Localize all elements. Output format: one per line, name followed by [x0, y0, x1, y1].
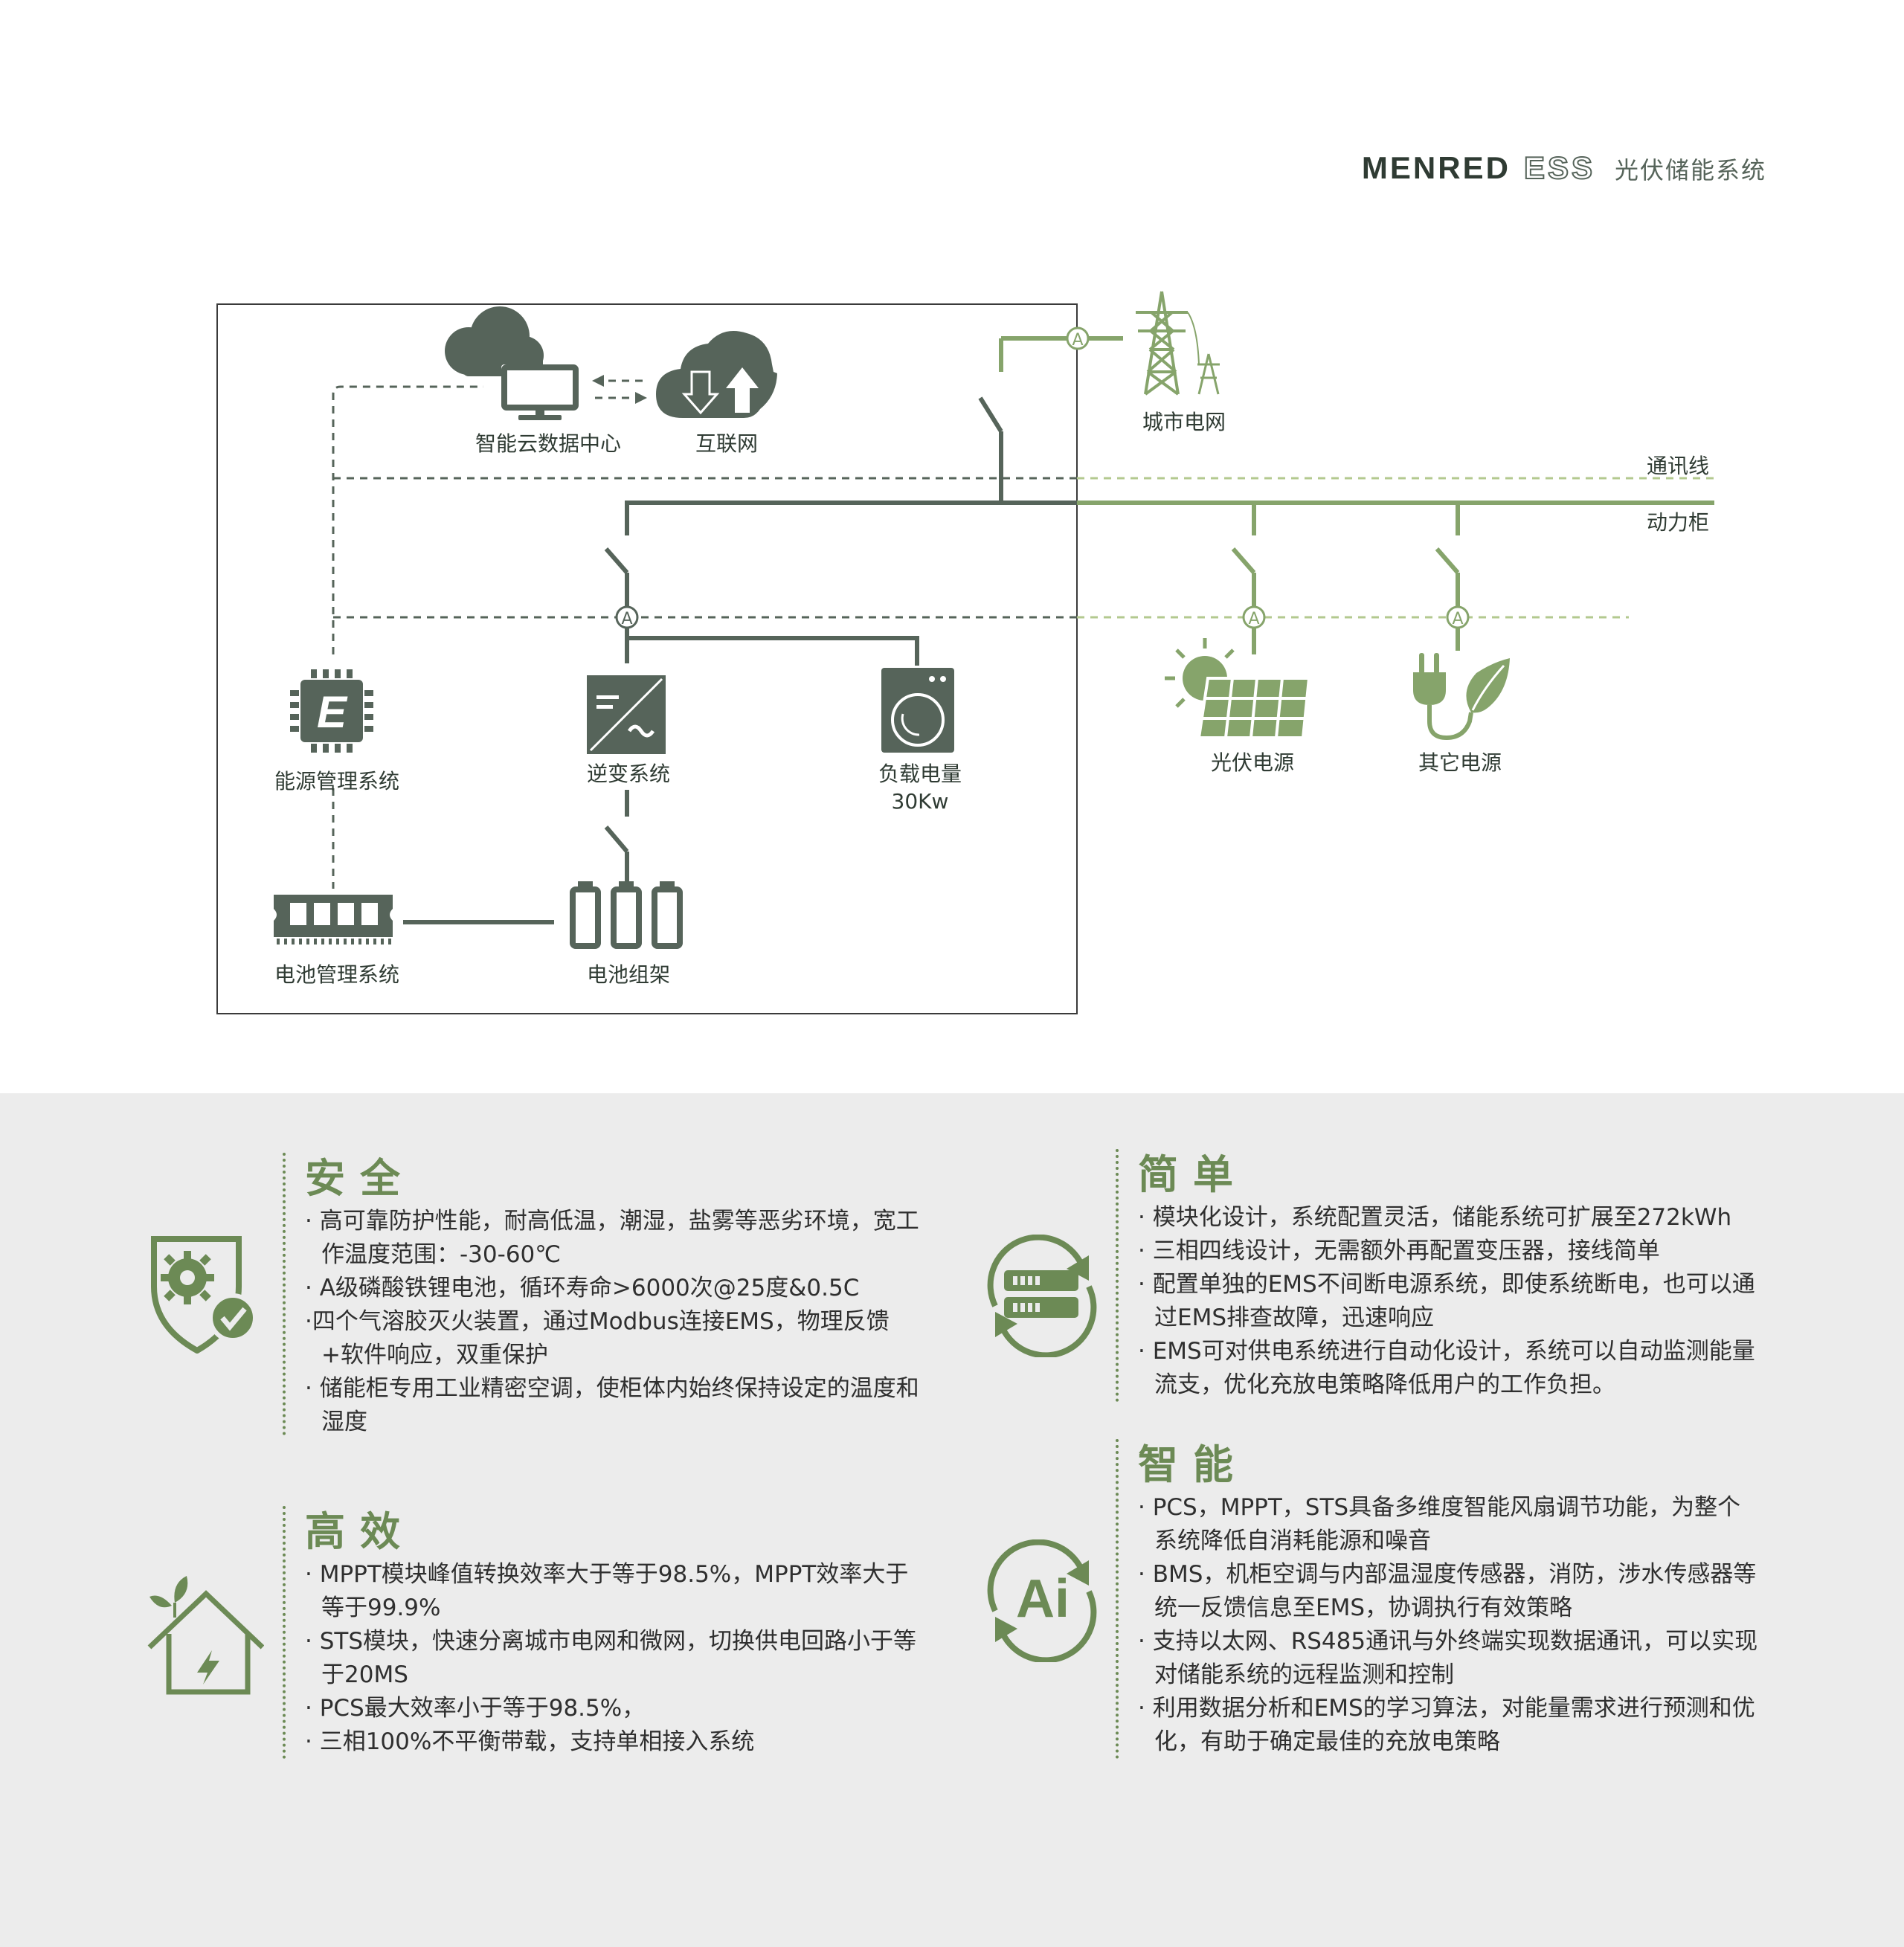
feature-efficiency: 高效 · MPPT模块峰值转换效率大于等于98.5%，MPPT效率大于等于99.… [283, 1506, 922, 1759]
meter-inverter-symbol: A [621, 610, 632, 628]
meter-other: A [1446, 605, 1470, 629]
internet-cloud-icon [656, 331, 777, 418]
solar-panel-icon [1165, 638, 1311, 739]
label-inverter: 逆变系统 [587, 762, 670, 786]
plug-leaf-icon [1413, 653, 1510, 741]
feature-efficiency-list: · MPPT模块峰值转换效率大于等于98.5%，MPPT效率大于等于99.9% … [305, 1558, 922, 1759]
label-internet: 互联网 [695, 431, 758, 456]
ems-chip-icon: E [290, 669, 373, 753]
feature-safety-list: · 高可靠防护性能，耐高低温，潮湿，盐雾等恶劣环境，宽工作温度范围：-30-60… [305, 1205, 922, 1439]
ems-chip-letter: E [317, 687, 348, 737]
list-item: ·四个气溶胶灭火装置，通过Modbus连接EMS，物理反馈+软件响应，双重保护 [305, 1308, 890, 1368]
switches [403, 396, 1460, 924]
power-lines [625, 336, 1714, 535]
meter-pv-symbol: A [1248, 610, 1259, 628]
ai-icon-text: Ai [1016, 1569, 1070, 1629]
feature-smart-title: 智能 [1138, 1441, 1248, 1488]
label-other-source: 其它电源 [1418, 750, 1502, 775]
features-panel [0, 1093, 1904, 1947]
list-item: · 三相四线设计，无需额外再配置变压器，接线简单 [1138, 1238, 1660, 1264]
label-bms: 电池管理系统 [274, 962, 399, 987]
meter-pv: A [1242, 605, 1266, 629]
list-item: · 储能柜专用工业精密空调，使柜体内始终保持设定的温度和湿度 [305, 1375, 919, 1435]
list-item: · STS模块，快速分离城市电网和微网，切换供电回路小于等于20MS [305, 1628, 916, 1688]
battery-caps [578, 881, 675, 887]
ai-refresh-icon: Ai [987, 1539, 1097, 1662]
feature-smart: 智能 · PCS，MPPT，STS具备多维度智能风扇调节功能，为整个系统降低自消… [1116, 1439, 1763, 1759]
inverter-icon [587, 675, 666, 754]
label-cloud-center: 智能云数据中心 [475, 431, 621, 456]
feature-safety-title: 安全 [305, 1155, 415, 1202]
label-pv-source: 光伏电源 [1211, 750, 1294, 775]
server-refresh-icon [987, 1235, 1097, 1357]
shield-gear-check-icon [151, 1236, 257, 1354]
bms-memory-icon [274, 895, 393, 944]
list-item: · 利用数据分析和EMS的学习算法，对能量需求进行预测和优化，有助于确定最佳的充… [1138, 1695, 1755, 1755]
meter-other-symbol: A [1452, 610, 1463, 628]
label-city-grid: 城市电网 [1142, 410, 1226, 434]
label-load: 负载电量 [878, 762, 962, 786]
list-item: · A级磷酸铁锂电池，循环寿命>6000次@25度&0.5C [305, 1275, 860, 1301]
brand-header: MENRED ESS 光伏储能系统 [1361, 149, 1766, 186]
feature-simple: 简单 · 模块化设计，系统配置灵活，储能系统可扩展至272kWh · 三相四线设… [1116, 1149, 1763, 1402]
brand-name: MENRED [1361, 150, 1511, 185]
comm-arrows [592, 375, 647, 404]
list-item: · 高可靠防护性能，耐高低温，潮湿，盐雾等恶劣环境，宽工作温度范围：-30-60… [305, 1208, 919, 1268]
meter-grid: A [1066, 326, 1090, 350]
battery-rack-icon [570, 886, 683, 949]
list-item: · EMS可对供电系统进行自动化设计，系统可以自动监测能量流支，优化充放电策略降… [1138, 1338, 1755, 1398]
brand-product: ESS [1523, 149, 1595, 186]
feature-safety: 安全 · 高可靠防护性能，耐高低温，潮湿，盐雾等恶劣环境，宽工作温度范围：-30… [283, 1153, 922, 1435]
feature-smart-list: · PCS，MPPT，STS具备多维度智能风扇调节功能，为整个系统降低自消耗能源… [1138, 1491, 1763, 1759]
system-diagram: A A A A 智能云数据中心 互联网 [216, 291, 1718, 1014]
label-load-value: 30Kw [892, 789, 949, 814]
comm-lines [332, 379, 1718, 889]
feature-efficiency-title: 高效 [305, 1508, 415, 1555]
meter-grid-symbol: A [1072, 331, 1083, 350]
list-item: · 支持以太网、RS485通讯与外终端实现数据通讯，可以实现对储能系统的远程监测… [1138, 1628, 1758, 1688]
list-item: · PCS，MPPT，STS具备多维度智能风扇调节功能，为整个系统降低自消耗能源… [1138, 1494, 1741, 1554]
list-item: · 三相100%不平衡带载，支持单相接入系统 [305, 1728, 755, 1755]
list-item: · 模块化设计，系统配置灵活，储能系统可扩展至272kWh [1138, 1204, 1732, 1231]
cloud-computer-icon [445, 306, 579, 420]
cabinet-frame [216, 303, 1078, 1014]
feature-simple-title: 简单 [1138, 1151, 1248, 1198]
list-item: · PCS最大效率小于等于98.5%， [305, 1695, 646, 1722]
power-tower-icon [1136, 291, 1220, 396]
list-item: · 配置单独的EMS不间断电源系统，即使系统断电，也可以通过EMS排查故障，迅速… [1138, 1271, 1755, 1331]
green-house-bolt-icon [147, 1576, 264, 1695]
label-power-cabinet: 动力柜 [1647, 510, 1709, 535]
brand-subtitle: 光伏储能系统 [1614, 156, 1766, 184]
list-item: · MPPT模块峰值转换效率大于等于98.5%，MPPT效率大于等于99.9% [305, 1561, 909, 1621]
washing-machine-icon [881, 668, 954, 753]
label-battery-rack: 电池组架 [587, 962, 670, 987]
label-ems: 能源管理系统 [274, 769, 399, 794]
feature-simple-list: · 模块化设计，系统配置灵活，储能系统可扩展至272kWh · 三相四线设计，无… [1138, 1201, 1763, 1402]
label-comm-line: 通讯线 [1647, 454, 1709, 478]
list-item: · BMS，机柜空调与内部温湿度传感器，消防，涉水传感器等统一反馈信息至EMS，… [1138, 1561, 1757, 1621]
meter-inverter: A [615, 605, 639, 629]
